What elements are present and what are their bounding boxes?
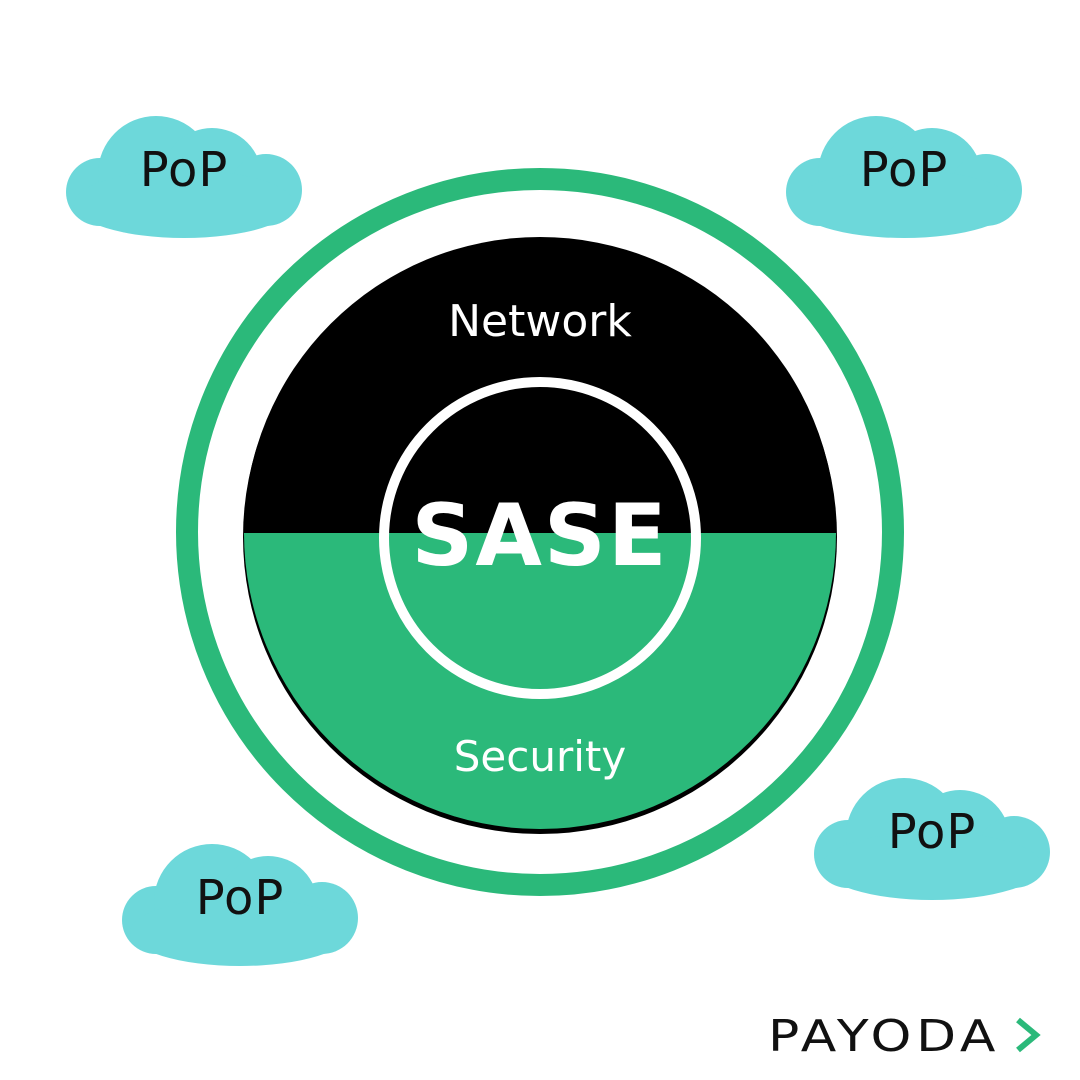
logo-text: PAYODA	[768, 1010, 1001, 1062]
core-ring	[379, 377, 701, 699]
pop-label: PoP	[139, 142, 229, 198]
pop-cloud: PoP	[120, 832, 360, 972]
pop-label: PoP	[887, 804, 977, 860]
payoda-logo: PAYODA	[768, 1008, 1041, 1064]
cloud-icon	[786, 116, 1022, 238]
chevron-right-icon	[1016, 1017, 1041, 1053]
cloud-icon	[122, 844, 358, 966]
pop-label: PoP	[859, 142, 949, 198]
outer-ring	[176, 168, 904, 896]
security-label: Security	[453, 732, 627, 781]
security-half	[244, 533, 836, 829]
network-label: Network	[448, 296, 632, 347]
pop-cloud: PoP	[64, 104, 304, 244]
pop-label: PoP	[195, 870, 285, 926]
pop-cloud: PoP	[784, 104, 1024, 244]
cloud-icon	[66, 116, 302, 238]
pop-cloud: PoP	[812, 766, 1052, 906]
sase-label: SASE	[411, 486, 669, 586]
cloud-icon	[814, 778, 1050, 900]
